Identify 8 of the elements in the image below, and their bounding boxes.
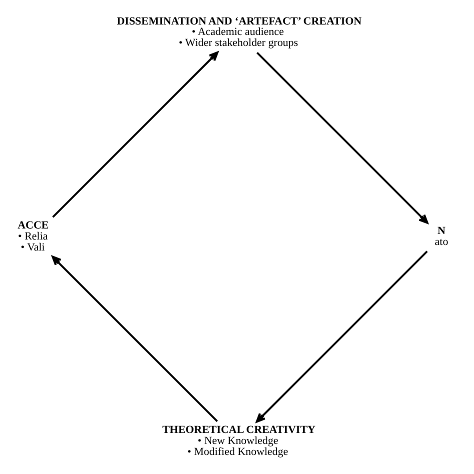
- arrow: [52, 256, 218, 422]
- node-text: N ato: [434, 225, 448, 248]
- node-text: ACCE • Relia • Vali: [18, 220, 49, 254]
- node-text: DISSEMINATION AND ‘ARTEFACT’ CREATION • Academic audience • Wider stakeholder groups: [116, 15, 362, 50]
- node-text: THEORETICAL CREATIVITY • New Knowledge • Modified Knowledge: [162, 424, 316, 458]
- arrow: [52, 51, 218, 218]
- arrow: [256, 52, 428, 224]
- arrow: [256, 250, 428, 423]
